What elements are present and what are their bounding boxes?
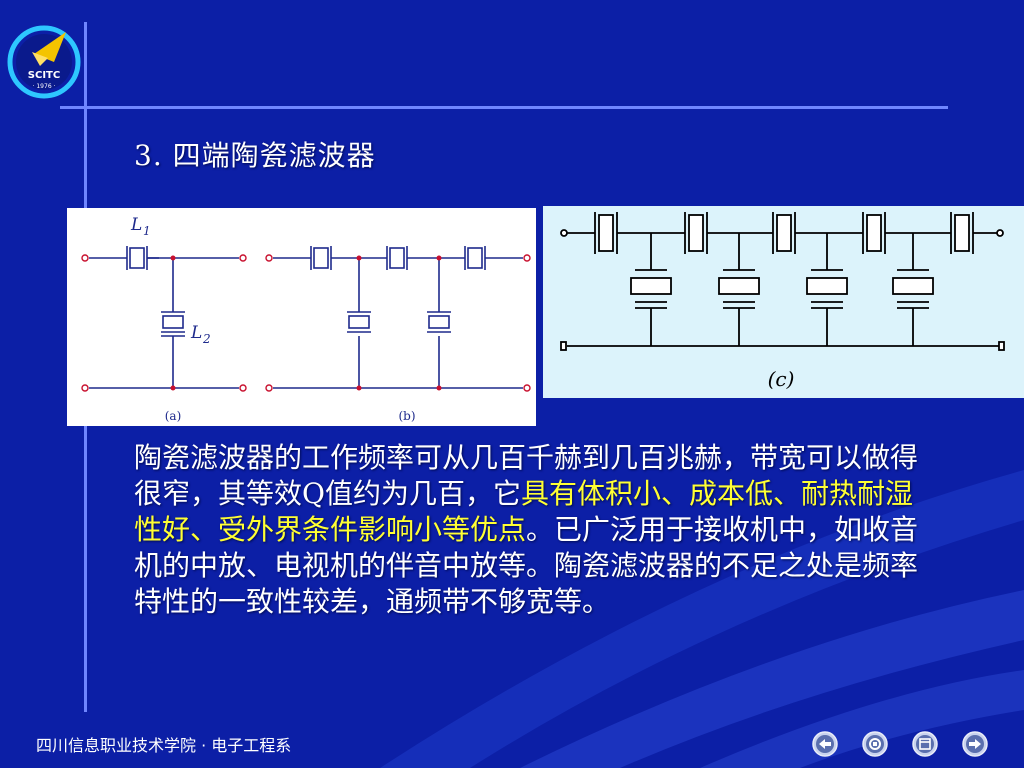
- body-text-part2: 。已广泛用于接收机中，如收音机的中放、电视机的伴音中放等。陶瓷滤波器的不足之处是…: [134, 513, 919, 618]
- caption-a: (a): [165, 409, 182, 423]
- label-l2: L: [190, 323, 202, 343]
- horizontal-divider-line: [60, 106, 948, 109]
- caption-b: (b): [398, 409, 415, 423]
- label-l2-sub: 2: [202, 332, 211, 346]
- nav-next-button[interactable]: [962, 731, 988, 757]
- caption-c: (c): [768, 367, 795, 391]
- nav-menu-button[interactable]: [912, 731, 938, 757]
- logo-text: SCITC: [28, 70, 60, 81]
- nav-back-button[interactable]: [812, 731, 838, 757]
- logo-year: · 1976 ·: [33, 83, 56, 90]
- home-icon: [862, 731, 888, 757]
- body-text-part1: 陶瓷滤波器的工作频率可从几百千赫到几百兆赫，带宽可以做得很窄，其等效Q值约为几百…: [134, 441, 919, 510]
- body-highlight: 具有体积小、成本低、耐热耐湿性好、受外界条件影响小等优点: [134, 477, 913, 546]
- label-l1-sub: 1: [143, 224, 151, 238]
- footer-text: 四川信息职业技术学院 · 电子工程系: [36, 736, 292, 755]
- circuit-diagram-ab: L 1 L 2 (a): [67, 208, 536, 426]
- arrow-left-icon: [812, 731, 838, 757]
- circuit-diagram-c: (c): [543, 206, 1024, 398]
- nav-home-button[interactable]: [862, 731, 888, 757]
- label-l1: L: [130, 215, 142, 235]
- school-logo: SCITC · 1976 ·: [7, 25, 81, 99]
- slide-title: 3. 四端陶瓷滤波器: [134, 139, 376, 172]
- arrow-right-icon: [962, 731, 988, 757]
- body-paragraph: 陶瓷滤波器的工作频率可从几百千赫到几百兆赫，带宽可以做得很窄，其等效Q值约为几百…: [134, 440, 934, 620]
- menu-icon: [912, 731, 938, 757]
